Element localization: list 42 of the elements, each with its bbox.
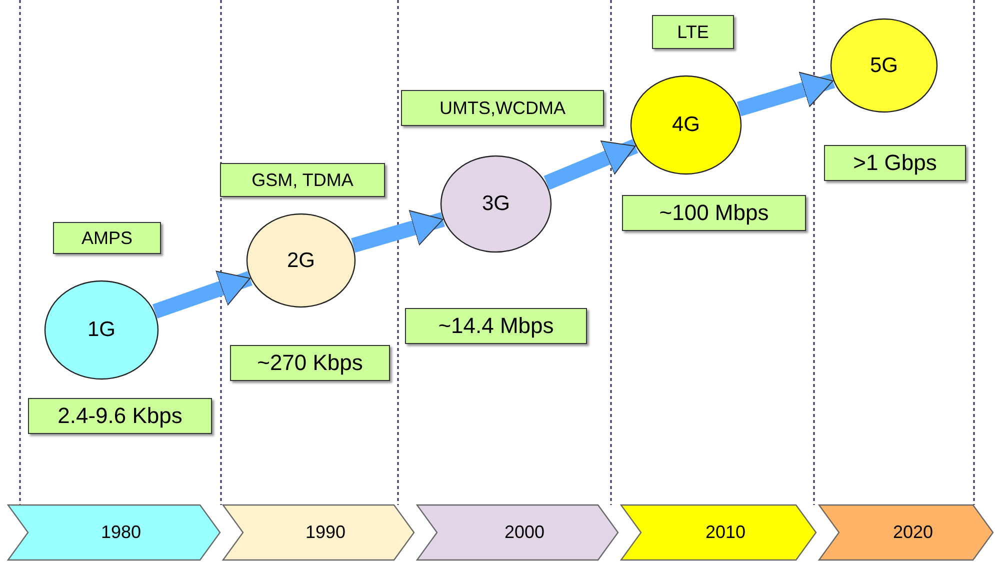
timeline-segment — [223, 505, 414, 560]
standard-box — [652, 15, 734, 49]
year-label: 2000 — [504, 522, 545, 543]
box-text: ~270 Kbps — [257, 350, 363, 376]
data-rate-box — [824, 145, 966, 181]
timeline-segment — [819, 505, 993, 560]
timeline-segment — [417, 505, 618, 560]
generation-circle — [830, 18, 938, 113]
timeline-segment — [8, 505, 220, 560]
generation-circle — [630, 75, 742, 175]
generation-label: 5G — [870, 54, 898, 78]
box-text: 2.4-9.6 Kbps — [58, 403, 182, 429]
data-rate-box — [28, 398, 212, 434]
year-label: 2010 — [705, 522, 746, 543]
generation-label: 3G — [482, 192, 510, 216]
box-text: ~14.4 Mbps — [438, 313, 554, 339]
block-arrow — [351, 210, 445, 253]
year-label: 1990 — [305, 522, 346, 543]
box-text: LTE — [677, 22, 709, 42]
standard-box — [220, 163, 385, 197]
generation-label: 1G — [87, 318, 116, 342]
box-text: ~100 Mbps — [659, 200, 769, 226]
data-rate-box — [230, 345, 390, 381]
generation-circle — [440, 155, 552, 253]
block-arrow — [152, 270, 252, 318]
generation-circle — [44, 280, 159, 380]
block-arrow — [736, 72, 836, 116]
generation-label: 4G — [672, 113, 700, 137]
generation-label: 2G — [286, 248, 315, 272]
year-label: 2020 — [892, 522, 934, 543]
box-text: UMTS,WCDMA — [440, 98, 566, 118]
box-text: >1 Gbps — [853, 150, 937, 176]
standard-box — [53, 222, 161, 254]
box-text: AMPS — [81, 228, 132, 248]
timeline-segment — [621, 505, 816, 560]
generation-circle — [246, 213, 356, 308]
year-label: 1980 — [100, 522, 142, 543]
data-rate-box — [405, 308, 587, 344]
data-rate-box — [622, 195, 806, 231]
box-text: GSM, TDMA — [252, 170, 354, 190]
standard-box — [401, 90, 604, 126]
block-arrow — [544, 139, 638, 190]
